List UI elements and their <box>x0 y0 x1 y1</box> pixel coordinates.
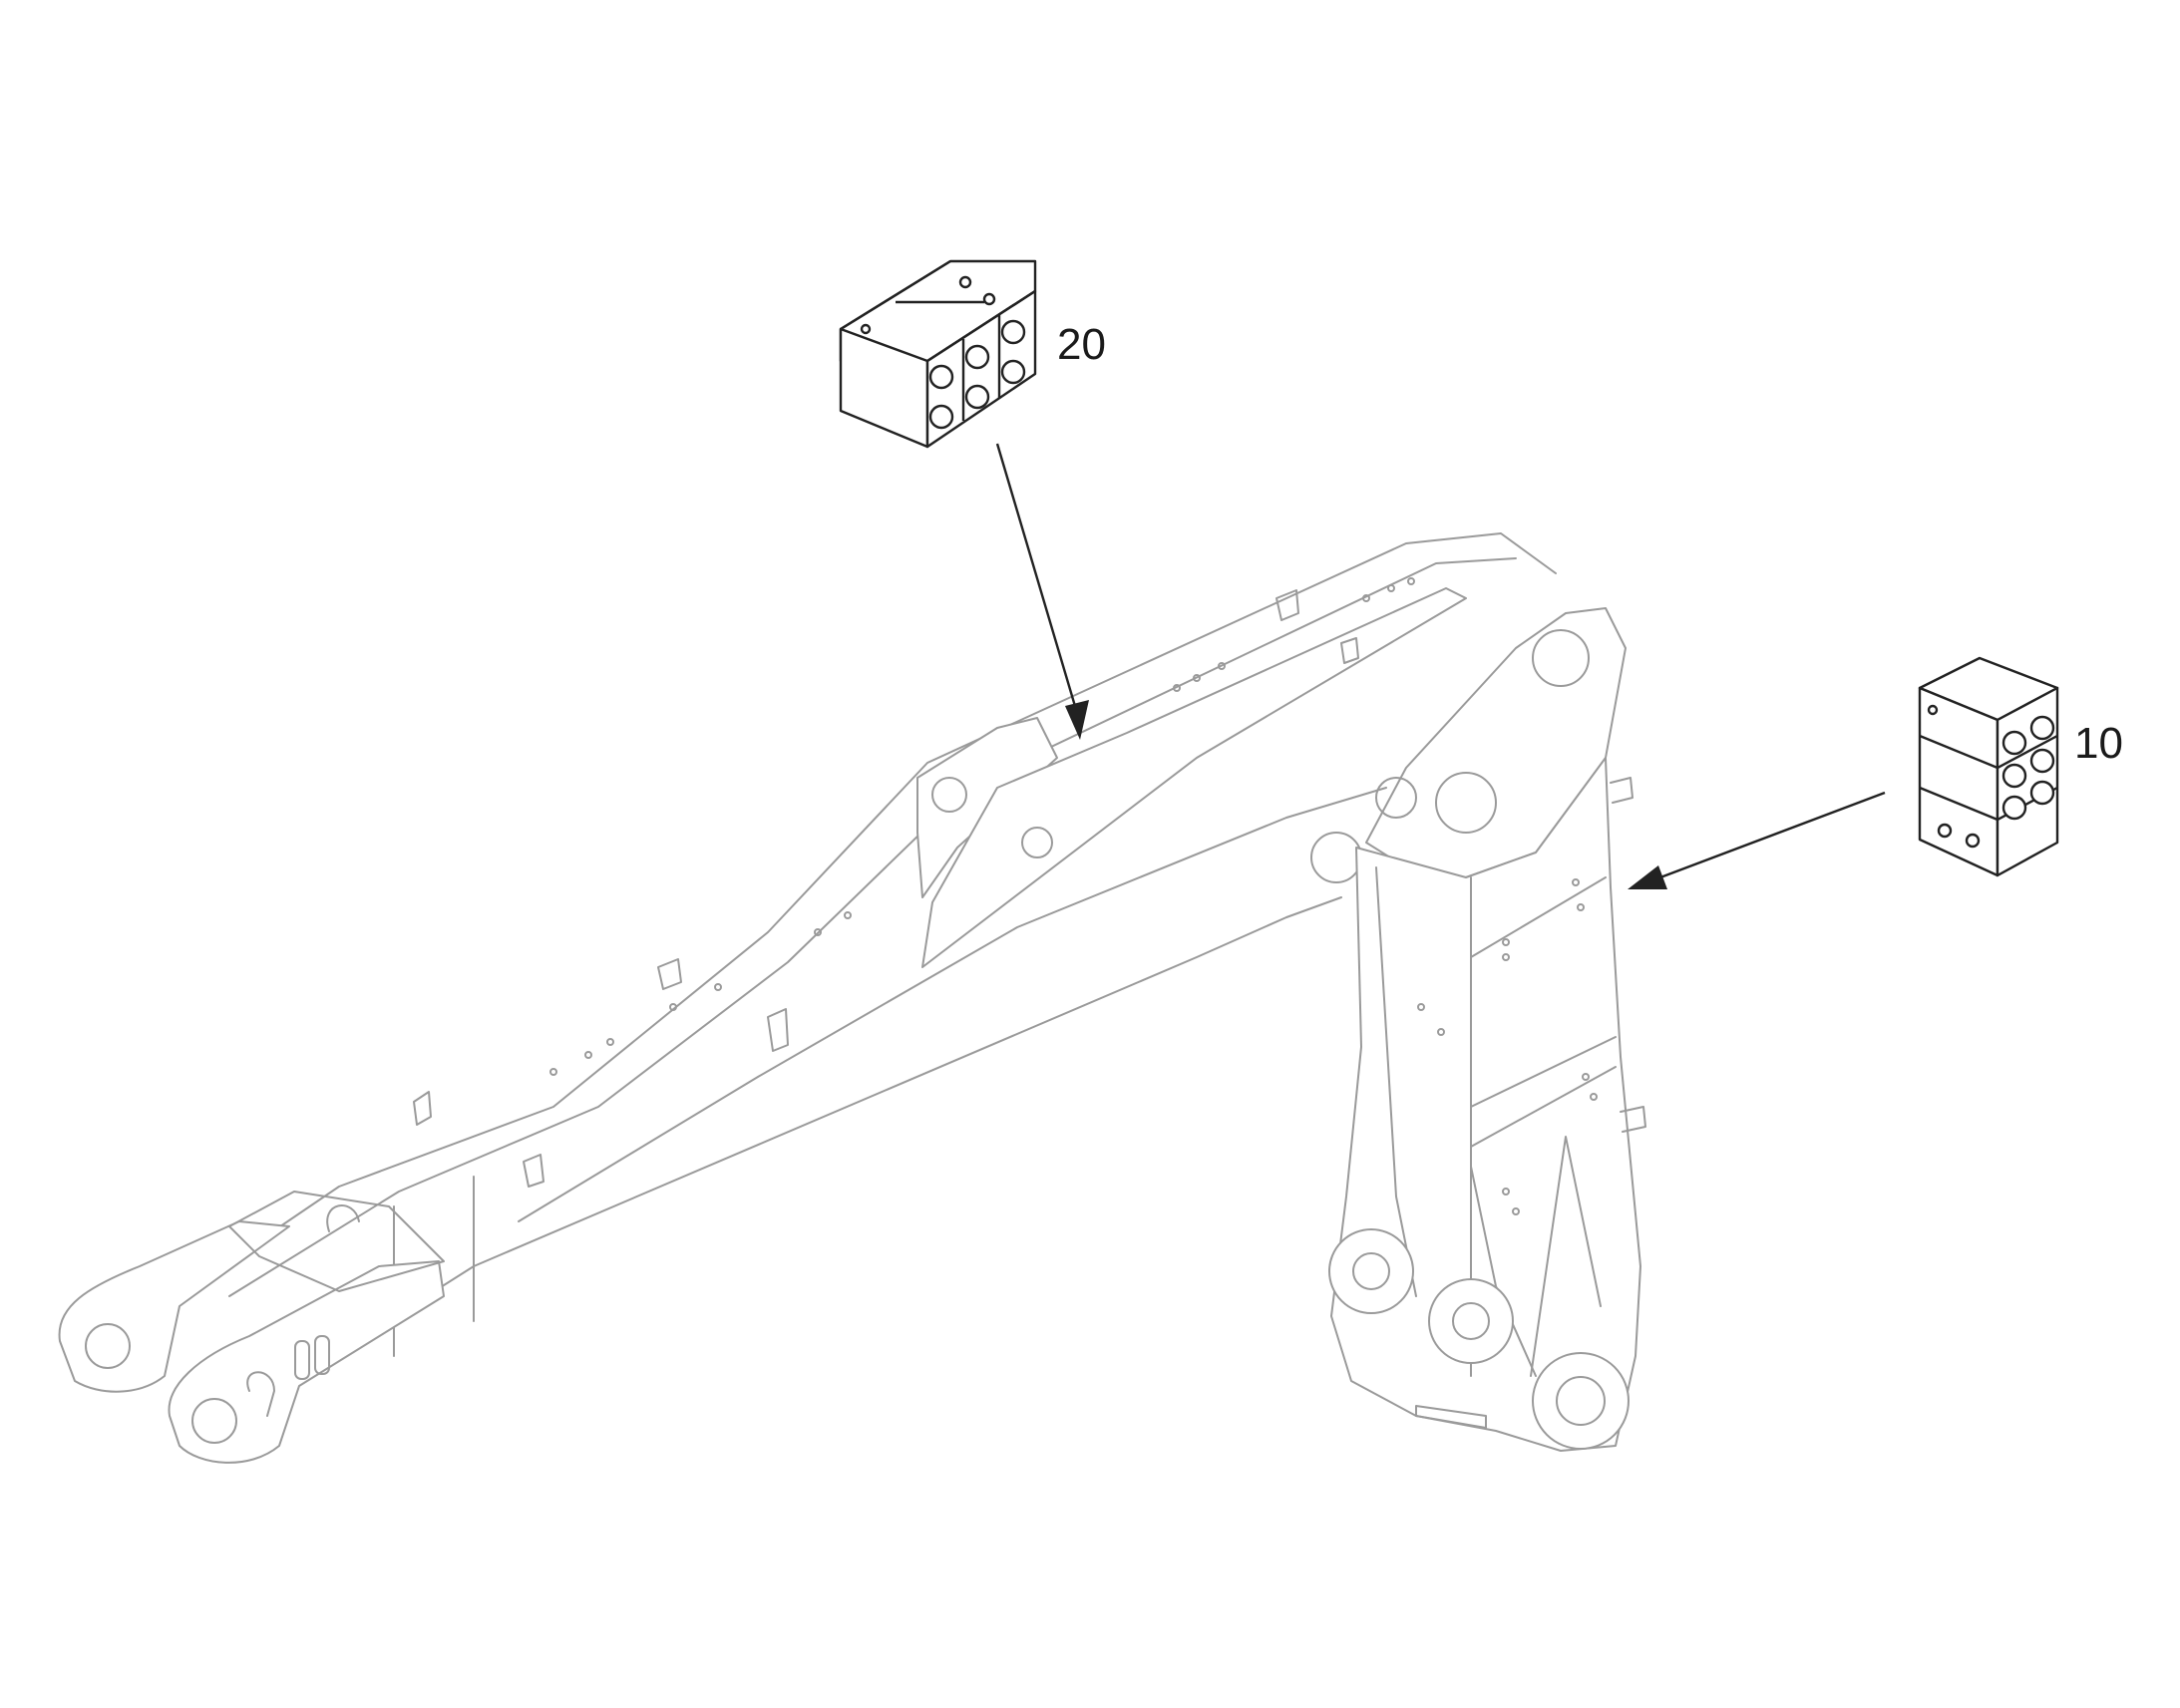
valve-block-10[interactable]: 10 <box>1918 656 2123 877</box>
boom-fork-left <box>58 1220 290 1393</box>
callout-label-20: 20 <box>1057 320 1106 369</box>
block-10-division-1 <box>1919 734 2058 770</box>
block-20-top-hole-2 <box>982 292 996 306</box>
arm-cross-2 <box>1470 1036 1617 1108</box>
leader-arrow-20 <box>1065 700 1089 740</box>
arm-inner-v <box>1530 1136 1602 1377</box>
arm-lower-boss-right <box>1532 1352 1630 1450</box>
fork-bracket-1 <box>294 1340 310 1380</box>
arm-lower-hole-right <box>1556 1376 1606 1426</box>
boom-mid-spine <box>518 787 1387 1222</box>
leader-line-10 <box>1659 791 1886 879</box>
block-20-top-hole-1 <box>958 275 972 289</box>
block-10-bottom-hole-1 <box>1937 823 1953 839</box>
arm-tab-2 <box>1620 1106 1646 1133</box>
leader-arrow-10 <box>1628 865 1667 889</box>
arm-tab-1 <box>1610 777 1634 804</box>
leader-line-20 <box>995 443 1079 714</box>
fork-hook-2 <box>246 1371 275 1417</box>
knuckle-left-hole <box>1375 777 1417 819</box>
arm-lower-boss-left <box>1328 1228 1414 1314</box>
hose-clamp-2 <box>523 1154 545 1188</box>
fork-right-hole <box>191 1398 237 1444</box>
arm-bottom-bracket <box>1415 1405 1487 1429</box>
hose-clamp-3 <box>657 958 682 990</box>
boom-top-inner-edge <box>228 557 1517 1297</box>
hose-clamp-6 <box>1340 637 1359 664</box>
knuckle-boss <box>1310 832 1362 883</box>
block-10-bottom-hole-2 <box>1965 833 1981 849</box>
boom-bottom-edge <box>268 896 1342 1397</box>
knuckle-mid-hole <box>1435 772 1497 834</box>
block-20-top-division-2 <box>926 289 1036 363</box>
excavator-boom <box>58 532 1646 1464</box>
arm-lower-hole-left <box>1352 1252 1390 1290</box>
block-20-top-division-3 <box>840 259 951 331</box>
boom-top-edge <box>198 532 1557 1282</box>
fork-crossplate <box>228 1191 445 1292</box>
knuckle-upper-hole <box>1532 629 1590 687</box>
valve-block-20[interactable]: 20 <box>839 259 1106 449</box>
arm-rib-3 <box>1470 1166 1537 1377</box>
arm-lower-hole-mid <box>1452 1302 1490 1340</box>
arm-lower-boss-mid <box>1428 1278 1514 1364</box>
hose-clamp-4 <box>767 1008 789 1052</box>
arm-bolt-holes <box>1417 878 1598 1215</box>
block-10-top-hole <box>1927 704 1939 716</box>
fork-bracket-2 <box>314 1335 330 1375</box>
boom-pin-hole-1 <box>931 777 967 813</box>
block-10-ports <box>2001 715 2055 821</box>
fork-left-hole <box>85 1323 131 1369</box>
boom-plate-rear <box>921 587 1467 968</box>
block-10-front-face <box>1918 686 1999 877</box>
hose-clamp-1 <box>413 1091 432 1126</box>
callout-label-10: 10 <box>2074 719 2123 768</box>
arm-cross-3 <box>1470 1066 1617 1148</box>
block-20-ports <box>928 319 1026 430</box>
boom-fork-right <box>168 1260 445 1464</box>
arm-cross-1 <box>1470 876 1607 958</box>
fork-hook-1 <box>326 1204 360 1232</box>
block-20-top-hole-3 <box>860 323 872 335</box>
boom-bolt-holes <box>549 577 1415 1076</box>
hose-clamp-5 <box>1275 589 1299 621</box>
boom-pin-hole-2 <box>1021 827 1053 858</box>
